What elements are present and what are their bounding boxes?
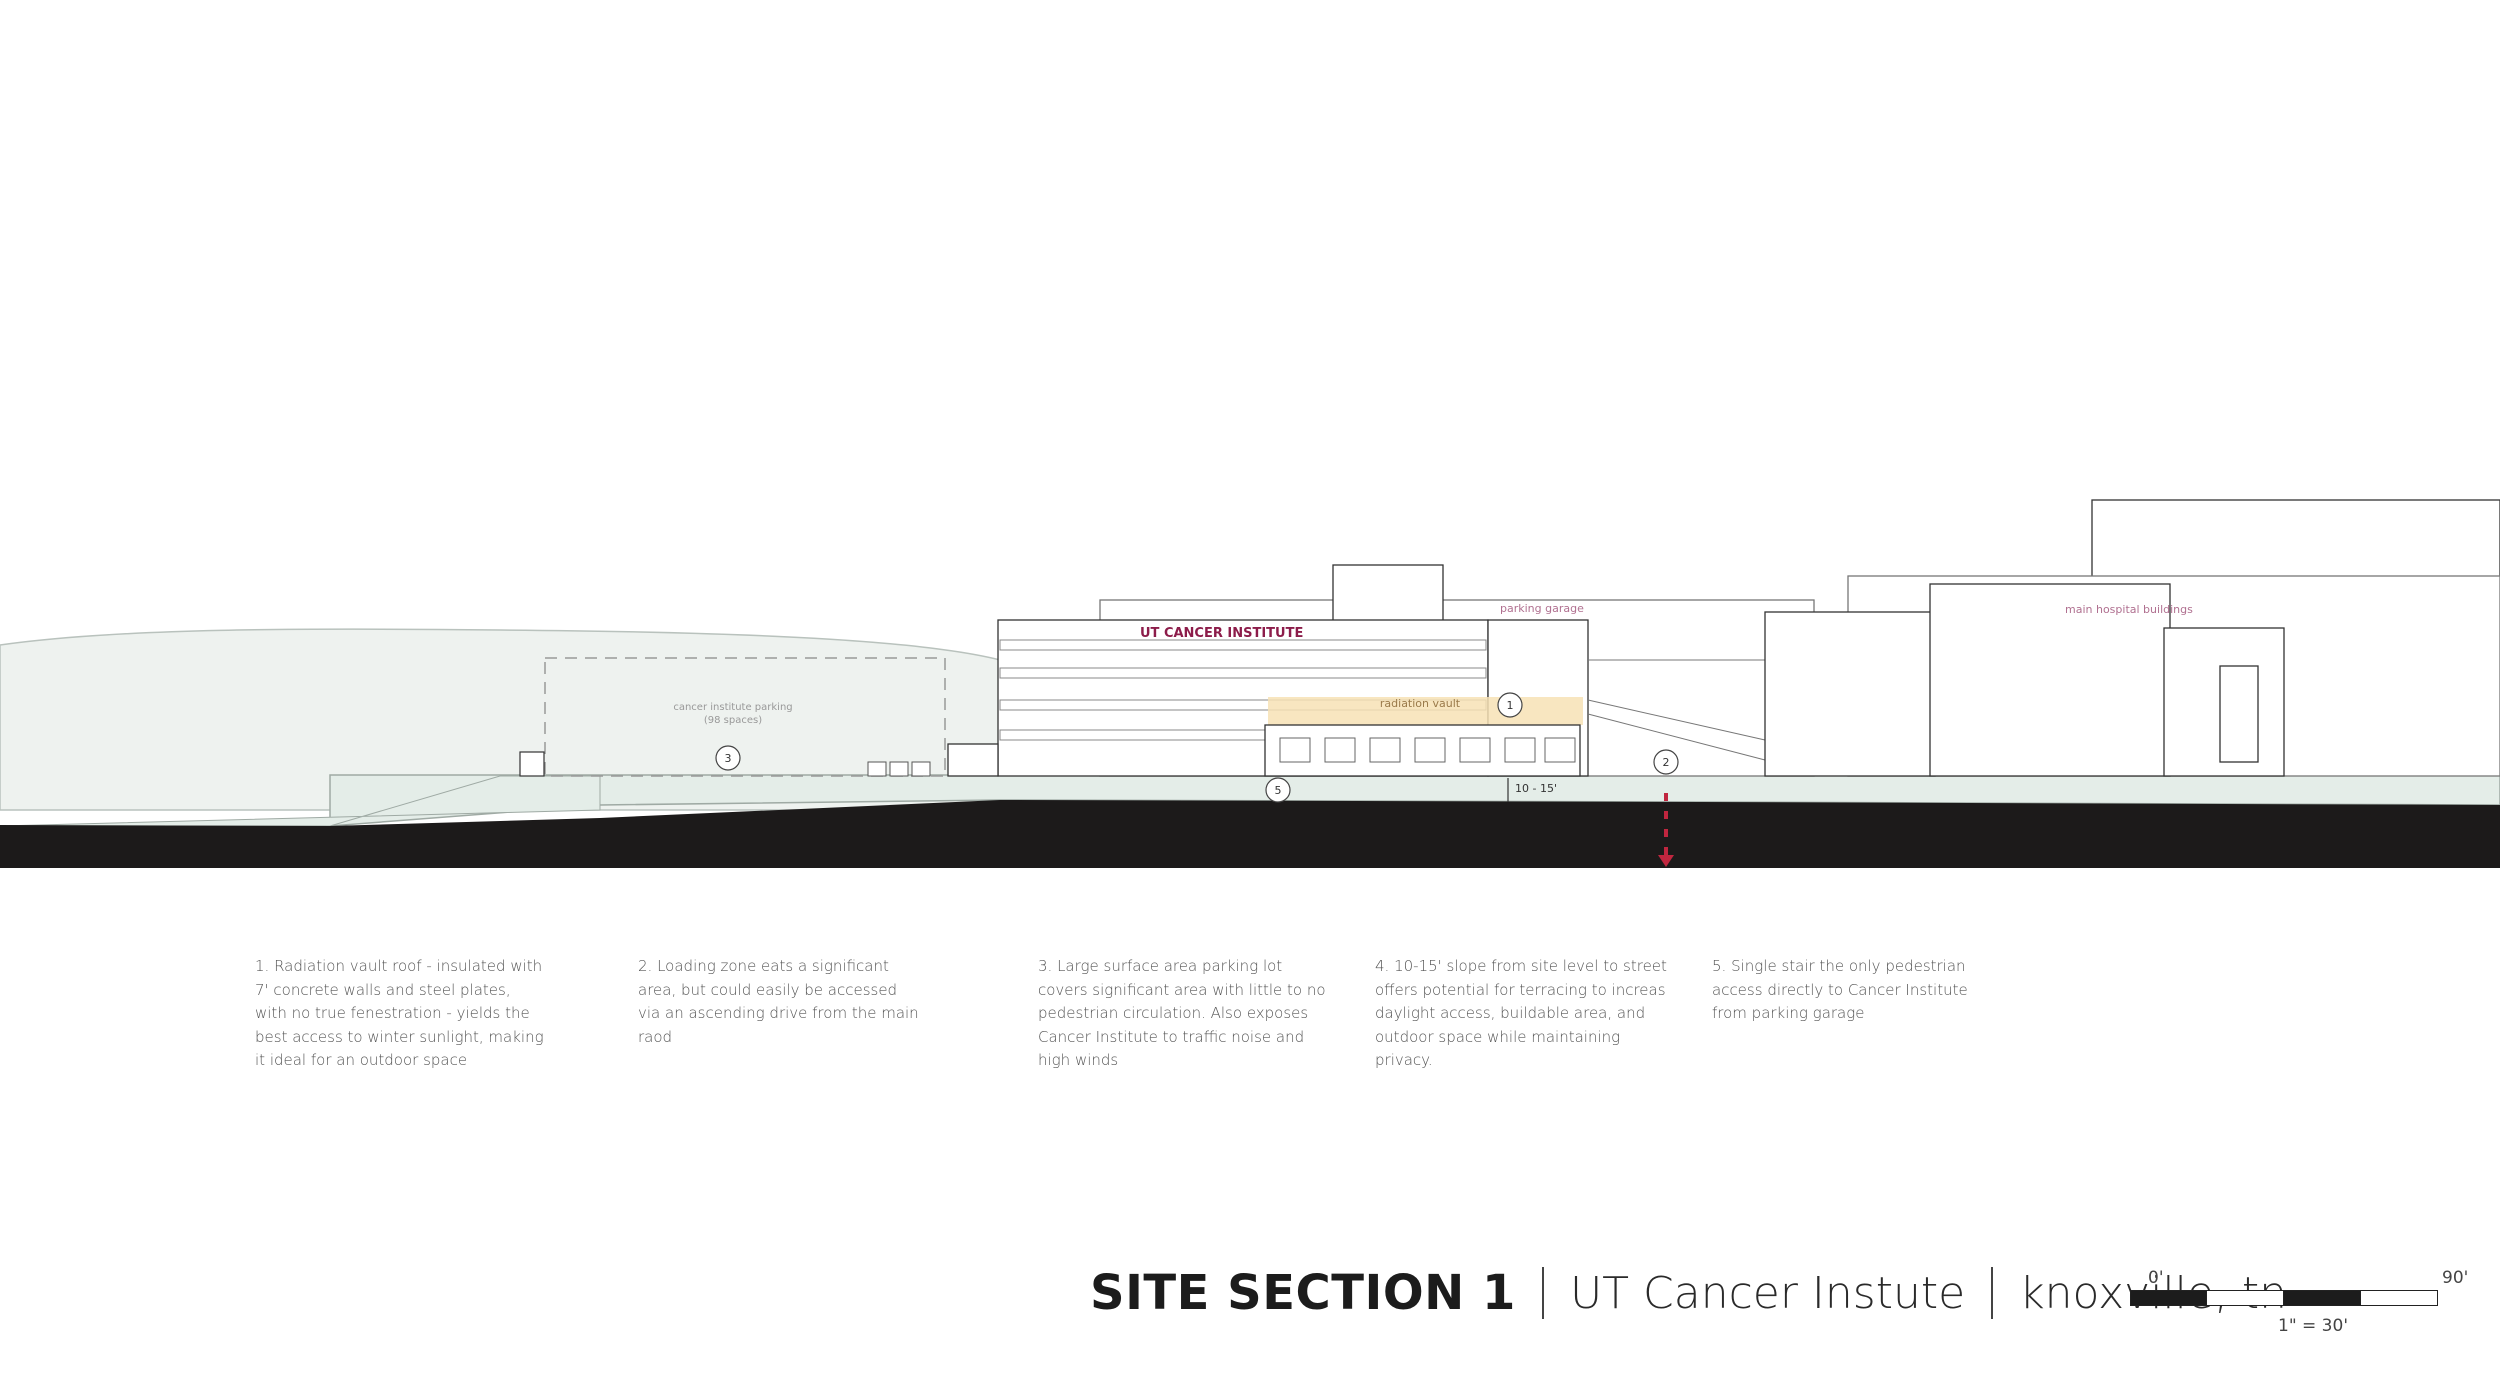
institute-label: UT CANCER INSTITUTE	[1140, 626, 1303, 641]
note-slope: 4. 10-15' slope from site level to stree…	[1375, 957, 1667, 1069]
scale-segment	[2360, 1290, 2438, 1306]
parking-lot-capacity: (98 spaces)	[704, 715, 762, 726]
parked-cars	[867, 761, 931, 777]
main-hospital-buildings	[1764, 499, 2500, 777]
radiation-vault	[1268, 697, 1583, 725]
svg-text:5: 5	[1275, 784, 1282, 797]
section-title: SITE SECTION 1	[1090, 1265, 1516, 1321]
title-block: SITE SECTION 1 UT Cancer Instute knoxvil…	[1090, 1258, 2287, 1328]
ut-cancer-institute-building	[947, 564, 1815, 777]
title-separator	[1991, 1267, 1994, 1319]
note-loading-zone: 2. Loading zone eats a significant area,…	[638, 957, 919, 1046]
parking-lot-label: cancer institute parking	[673, 702, 792, 713]
svg-text:2: 2	[1663, 756, 1670, 769]
note-parking-lot: 3. Large surface area parking lot covers…	[1038, 957, 1326, 1069]
scale-start-label: 0'	[2148, 1268, 2164, 1288]
scale-segment	[2206, 1290, 2284, 1306]
scale-segment	[2130, 1290, 2207, 1306]
note-single-stair: 5. Single stair the only pedestrian acce…	[1712, 957, 1968, 1022]
project-name: UT Cancer Instute	[1569, 1267, 1966, 1319]
title-separator	[1541, 1267, 1544, 1319]
svg-text:3: 3	[725, 752, 732, 765]
svg-text:1: 1	[1507, 699, 1514, 712]
scale-segment	[2283, 1290, 2361, 1306]
parking-garage-label: parking garage	[1500, 602, 1584, 615]
parking-lot-outline	[544, 657, 946, 777]
slope-dimension-label: 10 - 15'	[1515, 782, 1557, 795]
garage-ramp	[1587, 659, 1766, 761]
radiation-vault-label: radiation vault	[1380, 697, 1461, 710]
vault-wing	[1264, 724, 1581, 777]
vault-windows	[1279, 737, 1576, 763]
scale-bar: 0' 90' 1" = 30'	[2130, 1268, 2470, 1358]
marker-1: 1	[1497, 692, 1523, 718]
access-arrow-head	[1658, 855, 1674, 867]
marker-5: 5	[1265, 777, 1291, 803]
marker-3: 3	[715, 745, 741, 771]
site-section-drawing: cancer institute parking (98 spaces) UT …	[0, 499, 2500, 868]
hill-terrain	[0, 628, 1001, 811]
note-radiation-vault: 1. Radiation vault roof - insulated with…	[255, 957, 544, 1069]
earth-section	[0, 800, 2500, 868]
marker-2: 2	[1653, 749, 1679, 775]
booth	[519, 751, 545, 777]
scale-end-label: 90'	[2442, 1268, 2469, 1288]
scale-ratio-label: 1" = 30'	[2278, 1316, 2348, 1336]
hospital-label: main hospital buildings	[2065, 603, 2193, 616]
